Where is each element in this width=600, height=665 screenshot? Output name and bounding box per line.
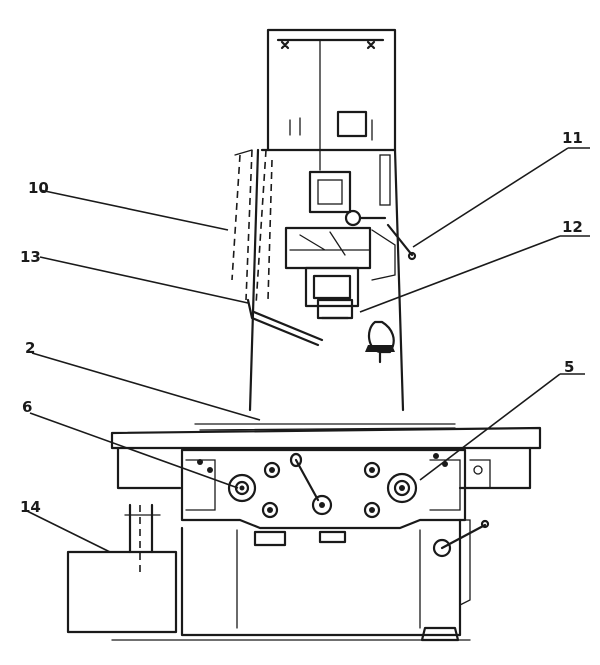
spindle-head <box>284 154 396 320</box>
electrical-cabinet <box>66 503 178 634</box>
leader-lines <box>24 147 590 553</box>
callout-2: 2 <box>25 339 35 357</box>
machine-column <box>248 28 405 412</box>
control-panel <box>180 448 467 530</box>
guard-cover <box>231 149 273 306</box>
handle-lever <box>246 298 324 347</box>
callout-10: 10 <box>28 179 49 197</box>
callout-6: 6 <box>22 398 32 416</box>
machine-base <box>111 518 490 642</box>
callout-12: 12 <box>562 218 583 236</box>
callout-13: 13 <box>20 248 41 266</box>
callout-14: 14 <box>20 498 41 516</box>
callout-5: 5 <box>564 358 574 376</box>
lamp <box>365 320 395 364</box>
lever-11 <box>386 223 414 257</box>
callout-11: 11 <box>562 129 583 147</box>
work-table <box>110 423 542 490</box>
